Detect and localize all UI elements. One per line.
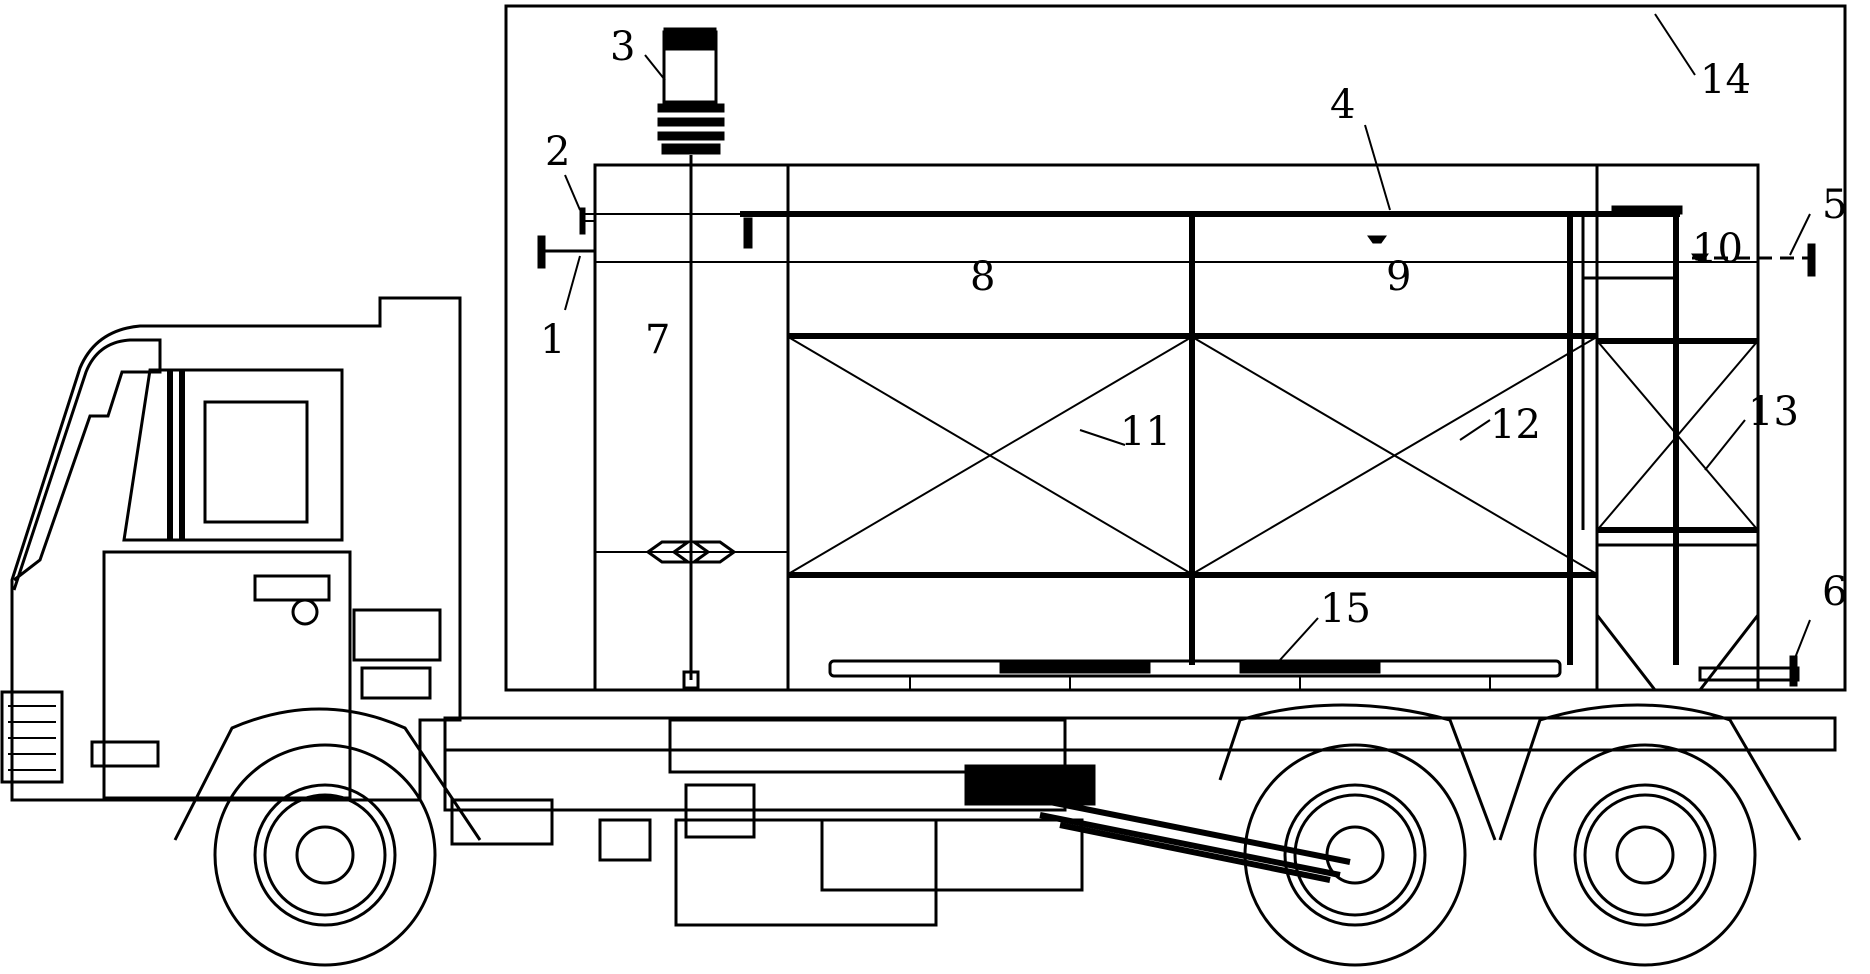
leader-11 xyxy=(1079,429,1126,446)
aeration-seg-1 xyxy=(999,662,1151,674)
label-11: 11 xyxy=(1120,409,1171,455)
agitator-blades xyxy=(645,540,737,564)
door-handle xyxy=(253,574,331,602)
rear-fender-2 xyxy=(1498,703,1802,841)
drain-pipe-6-flange xyxy=(1789,655,1798,687)
front-grille xyxy=(0,690,64,784)
rear-fender-1 xyxy=(1218,703,1497,841)
tank-left xyxy=(598,818,652,862)
leader-4 xyxy=(1364,124,1391,211)
label-14: 14 xyxy=(1700,57,1751,103)
tank-right xyxy=(820,818,1084,892)
tank-mid xyxy=(674,818,938,927)
label-2: 2 xyxy=(545,129,570,175)
hopper-right xyxy=(1698,614,1760,691)
front-fender xyxy=(173,707,482,841)
wheel-front xyxy=(213,743,437,967)
wheel-rear-2 xyxy=(1533,743,1757,967)
battery-box xyxy=(684,783,756,839)
motor-3-base xyxy=(661,143,721,155)
label-6: 6 xyxy=(1822,569,1847,615)
label-1: 1 xyxy=(540,317,565,363)
leader-13 xyxy=(1704,419,1746,471)
leader-2 xyxy=(564,174,581,211)
drive-shaft-b xyxy=(1039,812,1341,878)
label-13: 13 xyxy=(1748,389,1799,435)
agitator-foot xyxy=(682,670,700,690)
media-12-diag-b xyxy=(1193,337,1596,574)
label-15: 15 xyxy=(1320,586,1371,632)
pipe-1-flange xyxy=(537,235,546,269)
leader-1 xyxy=(564,255,581,311)
transmission xyxy=(964,764,1096,806)
label-12: 12 xyxy=(1490,402,1541,448)
drain-pipe-6 xyxy=(1698,666,1800,682)
leader-6 xyxy=(1794,619,1811,659)
label-9: 9 xyxy=(1386,254,1411,300)
pipe-5-flange xyxy=(1807,243,1816,277)
cab-step-box xyxy=(360,666,432,700)
leader-5 xyxy=(1789,213,1811,256)
label-4: 4 xyxy=(1330,82,1355,128)
cab-side-box xyxy=(352,608,442,662)
hopper-left xyxy=(1595,614,1657,691)
drive-shaft-c xyxy=(1059,822,1331,883)
aeration-seg-2 xyxy=(1239,662,1381,674)
diffuser-9 xyxy=(1367,235,1387,244)
motor-3-coupling-3 xyxy=(657,131,725,141)
leader-12 xyxy=(1459,419,1491,441)
cab-window xyxy=(203,400,309,524)
drive-shaft-a xyxy=(1039,797,1351,865)
cab-body xyxy=(10,296,462,802)
pipe-4-outlet xyxy=(743,217,753,249)
media-13-diag-b xyxy=(1598,342,1757,529)
label-10: 10 xyxy=(1692,226,1743,272)
pipe-2-flange xyxy=(579,207,586,235)
leader-3 xyxy=(644,54,666,81)
motor-3-coupling-2 xyxy=(657,117,725,127)
headlight xyxy=(90,740,160,768)
label-7: 7 xyxy=(645,317,670,363)
cab-door xyxy=(102,550,352,800)
label-5: 5 xyxy=(1822,182,1847,228)
wheel-rear-1 xyxy=(1243,743,1467,967)
label-8: 8 xyxy=(970,254,995,300)
media-11-diag-b xyxy=(789,337,1191,574)
cab-windshield xyxy=(12,338,162,591)
fuel-tank xyxy=(668,718,1067,774)
leader-14 xyxy=(1654,13,1696,76)
aeration-pipe-15 xyxy=(828,659,1562,678)
tank-body xyxy=(593,163,1760,692)
chassis-rail xyxy=(443,716,1837,752)
leader-15 xyxy=(1279,617,1319,661)
pipe-4-elbow xyxy=(1611,205,1683,215)
mirror-knob xyxy=(291,598,319,626)
label-3: 3 xyxy=(610,24,635,70)
motor-3-coupling-1 xyxy=(657,103,725,113)
cab-window-frame xyxy=(122,368,344,542)
motor-3-cap xyxy=(663,27,717,51)
side-step xyxy=(450,798,554,846)
